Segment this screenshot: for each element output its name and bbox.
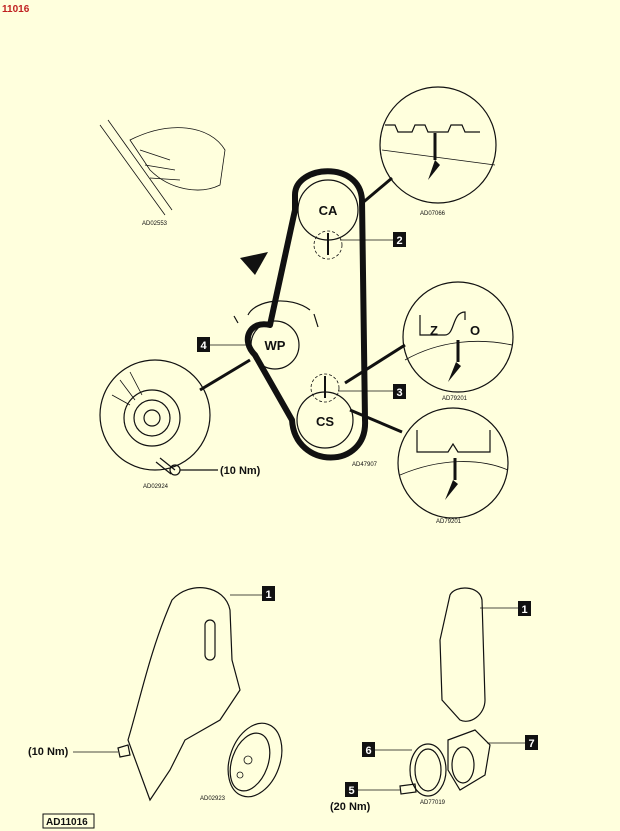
svg-text:O: O <box>470 323 480 338</box>
svg-text:1: 1 <box>265 589 271 601</box>
callout-4: 4 <box>197 337 251 352</box>
svg-text:Z: Z <box>430 323 438 338</box>
torque-cover-bolt: (10 Nm) <box>28 746 69 758</box>
svg-text:4: 4 <box>200 340 207 352</box>
svg-text:CA: CA <box>319 203 338 218</box>
svg-text:1: 1 <box>521 604 527 616</box>
ref-water-pump-detail: AD02924 <box>143 484 169 490</box>
callout-1a: 1 <box>262 586 275 601</box>
timing-belt <box>244 168 369 461</box>
svg-text:7: 7 <box>528 738 534 750</box>
crankshaft-detail <box>397 407 509 519</box>
cover-bolt <box>117 744 131 758</box>
ref-lower-right: AD77019 <box>420 800 446 806</box>
rotation-arrow-icon <box>247 300 311 316</box>
svg-text:WP: WP <box>265 338 286 353</box>
crankshaft-pulley: CS <box>296 373 354 449</box>
ref-hand: AD02553 <box>142 221 168 227</box>
torque-pulley-bolt: (20 Nm) <box>330 801 371 813</box>
ref-z-mark-detail: AD79201 <box>442 396 468 402</box>
direction-triangle-icon <box>240 252 268 275</box>
ref-crank-detail: AD79201 <box>436 519 462 525</box>
crank-pulley-illustration <box>227 722 283 798</box>
hand-belt-illustration <box>99 119 226 216</box>
svg-text:2: 2 <box>396 235 402 247</box>
water-pump-detail <box>99 359 218 476</box>
lower-timing-cover <box>439 587 518 722</box>
callout-3: 3 <box>338 384 406 399</box>
svg-text:CS: CS <box>316 414 334 429</box>
z-mark-detail: Z O <box>402 281 514 393</box>
figure-id: AD11016 <box>46 817 88 828</box>
svg-text:3: 3 <box>396 387 402 399</box>
page-code: 11016 <box>2 4 30 15</box>
callout-2: 2 <box>340 232 406 247</box>
callout-1b: 1 <box>518 601 531 616</box>
seal-and-housing <box>409 729 491 797</box>
ref-belt-layout: AD47907 <box>352 462 378 468</box>
camshaft-pulley: CA <box>297 179 359 260</box>
upper-timing-cover <box>127 587 262 802</box>
camshaft-detail <box>379 86 497 204</box>
ref-lower-left: AD02923 <box>200 796 226 802</box>
figure-id-box <box>42 813 95 829</box>
torque-water-pump-bolt: (10 Nm) <box>220 465 261 477</box>
ref-camshaft-detail: AD07066 <box>420 211 446 217</box>
water-pump-pulley: WP <box>250 320 300 370</box>
callout-5: 5 <box>345 782 417 797</box>
callout-7: 7 <box>487 735 538 750</box>
svg-text:6: 6 <box>365 745 371 757</box>
svg-text:5: 5 <box>348 785 354 797</box>
callout-6: 6 <box>362 742 412 757</box>
